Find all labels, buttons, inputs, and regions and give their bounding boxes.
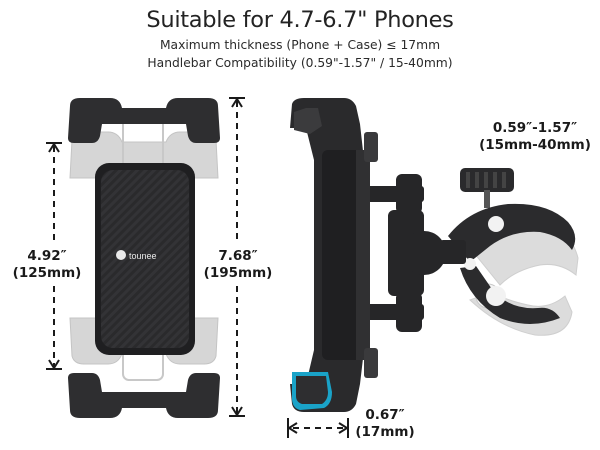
brand-logo-text: tounee — [129, 251, 157, 261]
clamp-tension-knob — [460, 168, 514, 208]
top-jaw — [68, 98, 220, 143]
depth-label: 0.67″ (17mm) — [352, 407, 418, 441]
outer-height-label: 7.68″ (195mm) — [203, 248, 273, 282]
outer-height-inches: 7.68″ — [218, 248, 258, 264]
depth-mm: (17mm) — [355, 424, 415, 440]
clamp-range-mm: (15mm-40mm) — [479, 137, 591, 153]
outer-height-dimension — [229, 97, 245, 417]
holder-body-plate — [101, 170, 189, 348]
outer-height-mm: (195mm) — [203, 265, 273, 281]
inner-height-inches: 4.92″ — [27, 248, 67, 264]
ball-joint-mount — [366, 174, 466, 332]
holder-side-profile — [290, 98, 378, 412]
front-view-holder: tounee — [68, 98, 220, 418]
inner-height-dimension — [46, 142, 62, 370]
inner-height-mm: (125mm) — [12, 265, 82, 281]
clamp-range-inches: 0.59″-1.57″ — [492, 120, 578, 136]
depth-inches: 0.67″ — [365, 407, 405, 423]
depth-dimension — [287, 418, 349, 438]
page-title: Suitable for 4.7-6.7" Phones — [146, 7, 454, 33]
brand-logo: tounee — [116, 250, 157, 261]
handlebar-spec: Handlebar Compatibility (0.59"-1.57" / 1… — [147, 56, 453, 70]
handlebar-clamp — [448, 203, 576, 324]
inner-height-label: 4.92″ (125mm) — [12, 248, 82, 282]
clamp-range-label: 0.59″-1.57″ (15mm-40mm) — [474, 120, 596, 154]
thickness-spec: Maximum thickness (Phone + Case) ≤ 17mm — [159, 38, 441, 52]
side-view-holder — [290, 98, 579, 412]
bottom-jaw — [68, 373, 220, 418]
